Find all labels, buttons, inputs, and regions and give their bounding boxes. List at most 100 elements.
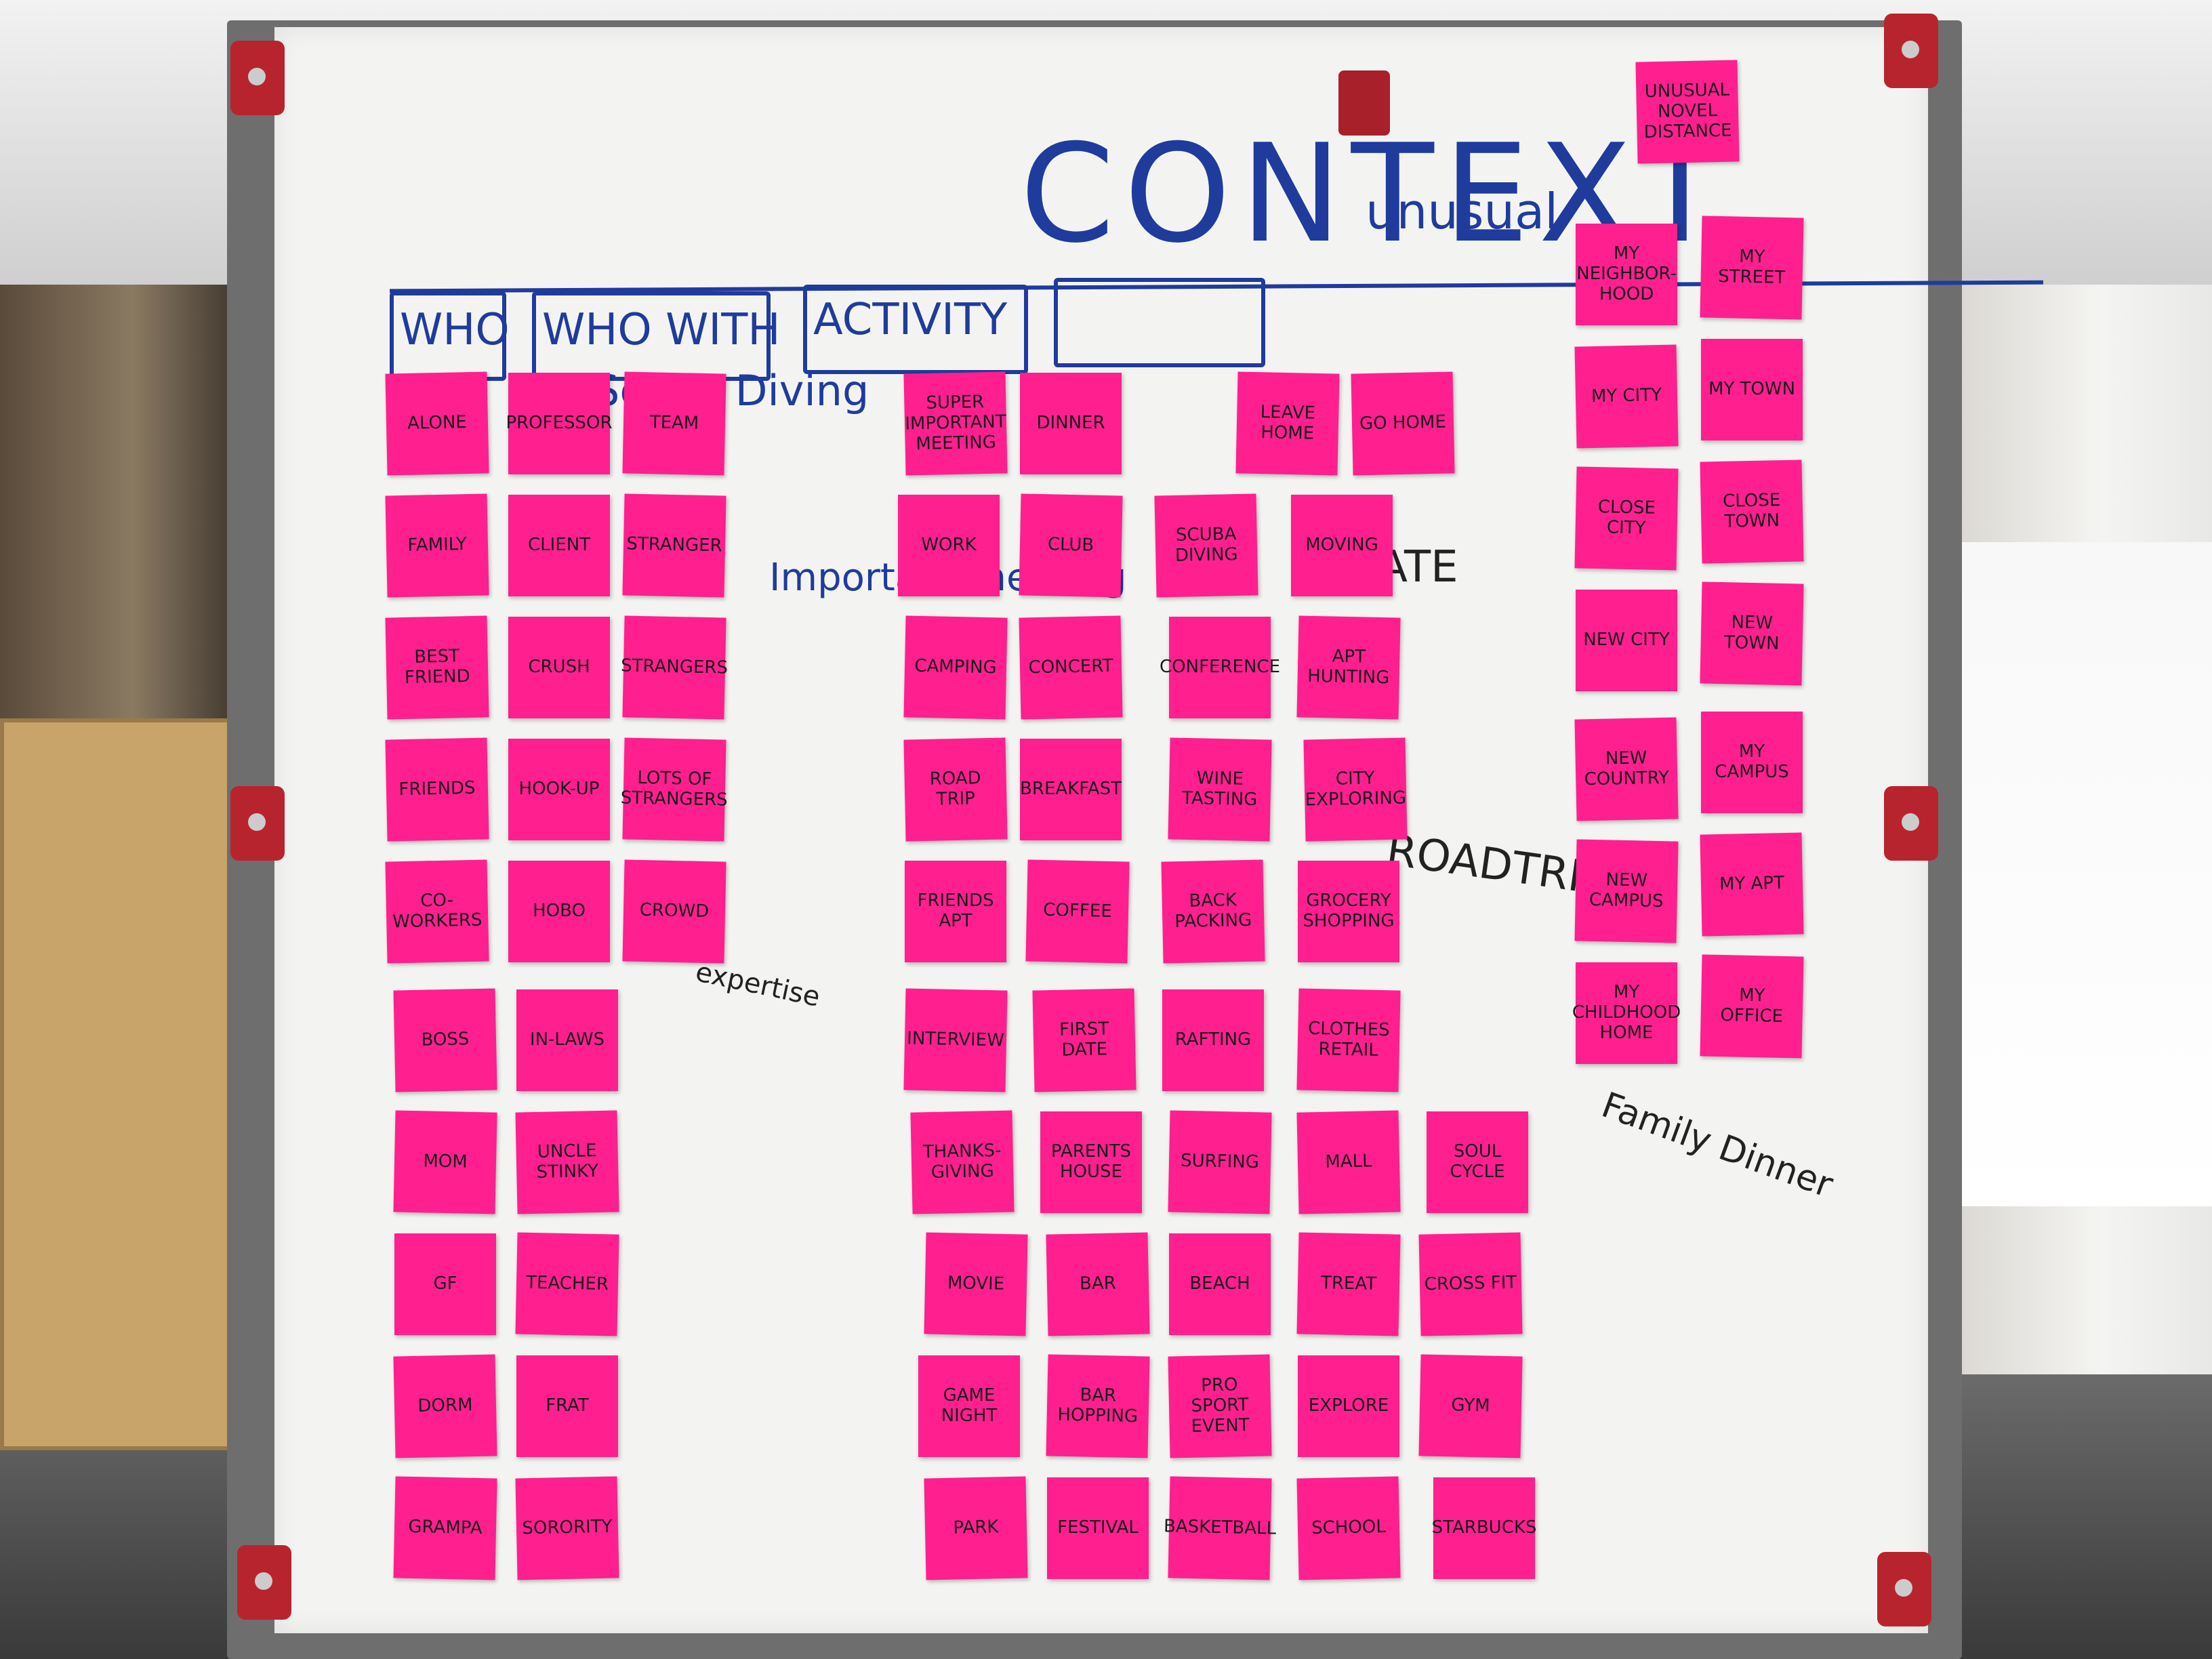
sticky-note: FRIENDS — [385, 737, 489, 842]
sticky-note: GAME NIGHT — [918, 1355, 1020, 1457]
sticky-note: SCUBA DIVING — [1154, 493, 1258, 598]
sticky-note: HOBO — [508, 861, 610, 962]
sticky-note: SORORITY — [515, 1476, 619, 1580]
sticky-note: NEW CAMPUS — [1574, 839, 1679, 943]
sticky-note: CROWD — [622, 859, 726, 964]
sticky-note: LEAVE HOME — [1235, 371, 1340, 476]
sticky-note: GROCERY SHOPPING — [1298, 861, 1399, 962]
board-clip — [1884, 14, 1938, 88]
sticky-note: CONFERENCE — [1160, 617, 1280, 718]
sticky-note: FAMILY — [385, 493, 489, 598]
sticky-note: TEAM — [622, 371, 726, 476]
sticky-note: WORK — [898, 495, 1000, 596]
sticky-note: MY CHILDHOOD HOME — [1572, 962, 1681, 1064]
board-clip — [1877, 1552, 1931, 1626]
who-with-header: WHO WITH — [542, 305, 781, 355]
sticky-note: MY CAMPUS — [1701, 712, 1803, 813]
sticky-note: CLIENT — [508, 495, 610, 596]
board-clip — [230, 786, 285, 861]
sticky-note: GRAMPA — [393, 1476, 497, 1580]
sticky-note: CONCERT — [1019, 615, 1123, 720]
sticky-note: BACK PACKING — [1161, 859, 1265, 964]
sticky-note: FRIENDS APT — [905, 861, 1006, 962]
sticky-note: MALL — [1296, 1110, 1401, 1214]
sticky-note: RAFTING — [1162, 989, 1264, 1091]
sticky-note: EXPLORE — [1298, 1355, 1399, 1457]
board-clip — [237, 1545, 291, 1620]
sticky-note: CLOSE CITY — [1574, 466, 1679, 571]
sticky-note: NEW CITY — [1576, 590, 1677, 691]
sticky-note: MY STREET — [1700, 216, 1804, 320]
sticky-note: CLOSE TOWN — [1700, 459, 1804, 564]
board-clip — [230, 41, 285, 115]
sticky-note: PARENTS HOUSE — [1040, 1111, 1142, 1213]
sticky-note: ALONE — [385, 371, 489, 476]
writing-family-dinner: Family Dinner — [1596, 1084, 1839, 1206]
sticky-note: PROFESSOR — [506, 373, 613, 474]
sticky-note: MY NEIGHBOR-HOOD — [1576, 224, 1677, 325]
sticky-note: SURFING — [1168, 1110, 1272, 1214]
sticky-note: CLUB — [1019, 493, 1123, 598]
sticky-note: MOVING — [1291, 495, 1393, 596]
sticky-note: GF — [394, 1233, 496, 1335]
sticky-note: HOOK-UP — [508, 739, 610, 840]
sticky-note: BASKETBALL — [1164, 1476, 1276, 1580]
activity-header-box — [803, 285, 1028, 374]
sticky-note: GO HOME — [1351, 371, 1455, 476]
sticky-note: MOVIE — [924, 1232, 1028, 1336]
sticky-note: PRO SPORT EVENT — [1168, 1354, 1272, 1458]
sticky-note: FESTIVAL — [1047, 1477, 1149, 1579]
sticky-note: TREAT — [1296, 1232, 1401, 1336]
empty-header-box — [1054, 278, 1265, 367]
window — [1921, 542, 2212, 1206]
sticky-note: UNUSUAL NOVEL DISTANCE — [1635, 60, 1740, 164]
board-clip — [1884, 786, 1938, 861]
sticky-note: CRUSH — [508, 617, 610, 718]
sticky-note: TEACHER — [515, 1232, 619, 1336]
sticky-note: FIRST DATE — [1032, 988, 1136, 1092]
sticky-note: CAMPING — [903, 615, 1008, 720]
sticky-note: DORM — [393, 1354, 497, 1458]
sticky-note: MY APT — [1700, 832, 1804, 937]
sticky-note: DINNER — [1020, 373, 1122, 474]
sticky-note: BOSS — [393, 988, 497, 1092]
wooden-cabinet — [0, 718, 244, 1450]
sticky-note: INTERVIEW — [903, 988, 1008, 1092]
sticky-note: BEST FRIEND — [385, 615, 489, 720]
who-header: WHO — [400, 305, 510, 355]
sticky-note: STRANGER — [622, 493, 726, 598]
sticky-note: MOM — [393, 1110, 497, 1214]
sticky-note: STARBUCKS — [1432, 1477, 1536, 1579]
sticky-note: UNCLE STINKY — [515, 1110, 619, 1214]
magnet — [1338, 70, 1390, 136]
sticky-note: WINE TASTING — [1168, 737, 1272, 842]
sticky-note: MY TOWN — [1701, 339, 1803, 441]
sticky-note: FRAT — [516, 1355, 618, 1457]
sticky-note: CO-WORKERS — [385, 859, 489, 964]
sticky-note: PARK — [924, 1476, 1028, 1580]
sticky-note: GYM — [1418, 1354, 1523, 1458]
whiteboard: CONTEXT unusual WHO WHO WITH ACTIVITY Sc… — [274, 27, 2043, 1633]
sticky-note: ROAD TRIP — [903, 737, 1008, 842]
sticky-note: APT HUNTING — [1296, 615, 1401, 720]
sticky-note: BREAKFAST — [1020, 739, 1122, 840]
sticky-note: MY CITY — [1574, 344, 1679, 449]
sticky-note: MY OFFICE — [1700, 954, 1804, 1059]
sticky-note: BEACH — [1169, 1233, 1271, 1335]
unusual-label: unusual — [1366, 183, 1559, 240]
sticky-note: BAR HOPPING — [1046, 1354, 1150, 1458]
sticky-note: THANKS-GIVING — [910, 1110, 1015, 1214]
writing-expertise: expertise — [693, 956, 823, 1013]
sticky-note: NEW TOWN — [1700, 581, 1804, 686]
sticky-note: STRANGERS — [621, 615, 728, 720]
activity-header: ACTIVITY — [813, 295, 1008, 345]
sticky-note: COFFEE — [1025, 859, 1130, 964]
sticky-note: CLOTHES RETAIL — [1296, 988, 1401, 1092]
sticky-note: LOTS OF STRANGERS — [621, 737, 728, 842]
sticky-note: BAR — [1046, 1232, 1150, 1336]
sticky-note: NEW COUNTRY — [1574, 717, 1679, 821]
sticky-note: IN-LAWS — [516, 989, 618, 1091]
sticky-note: SOUL CYCLE — [1427, 1111, 1528, 1213]
sticky-note: SCHOOL — [1296, 1476, 1401, 1580]
sticky-note: SUPER IMPORTANT MEETING — [903, 371, 1008, 476]
